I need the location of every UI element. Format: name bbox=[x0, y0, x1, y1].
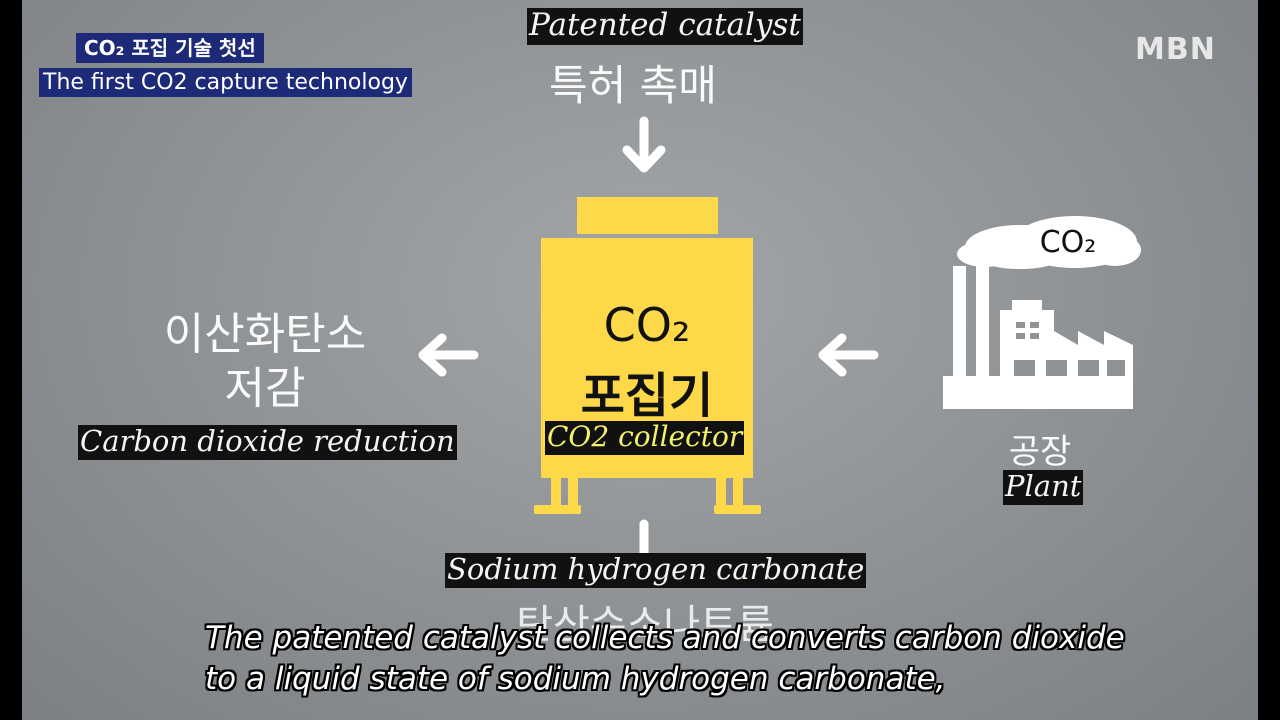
news-headline-badge-korean: CO₂ 포집 기술 첫선 bbox=[76, 33, 264, 63]
collector-label-korean: 포집기 bbox=[580, 368, 714, 424]
letterbox-right bbox=[1258, 0, 1280, 720]
reduction-caption: Carbon dioxide reduction bbox=[78, 424, 457, 460]
catalyst-label-korean: 특허 촉매 bbox=[549, 61, 717, 110]
product-label-korean: 탄산수소나트륨 bbox=[516, 602, 774, 648]
broadcaster-logo: MBN bbox=[1135, 32, 1216, 67]
factory-icon bbox=[943, 266, 1133, 409]
product-caption: Sodium hydrogen carbonate bbox=[445, 552, 867, 588]
news-headline-badge-english: The first CO2 capture technology bbox=[39, 68, 412, 97]
reduction-label-korean-line1: 이산화탄소 bbox=[163, 309, 367, 360]
factory-windows bbox=[1014, 322, 1125, 376]
collector-caption: CO2 collector bbox=[545, 420, 745, 455]
reduction-label-korean-line2: 저감 bbox=[224, 363, 306, 414]
collector-legs bbox=[534, 478, 761, 514]
letterbox-left bbox=[0, 0, 22, 720]
subtitle-line-1: The patented catalyst collects and conve… bbox=[205, 620, 1125, 656]
collector-lid bbox=[577, 197, 718, 234]
arrow-left-reduction-icon bbox=[418, 333, 479, 377]
cloud-co2-label: CO₂ bbox=[1039, 225, 1097, 260]
catalyst-caption: Patented catalyst bbox=[527, 7, 803, 45]
arrow-down-top-icon bbox=[622, 116, 666, 173]
co2-cloud-icon bbox=[957, 216, 1141, 269]
plant-label-korean: 공장 bbox=[1008, 432, 1072, 472]
collector-co2-label: CO₂ bbox=[603, 298, 691, 352]
subtitle-line-2: to a liquid state of sodium hydrogen car… bbox=[205, 661, 946, 697]
arrow-left-plant-icon bbox=[818, 333, 879, 377]
plant-caption: Plant bbox=[1003, 469, 1084, 505]
